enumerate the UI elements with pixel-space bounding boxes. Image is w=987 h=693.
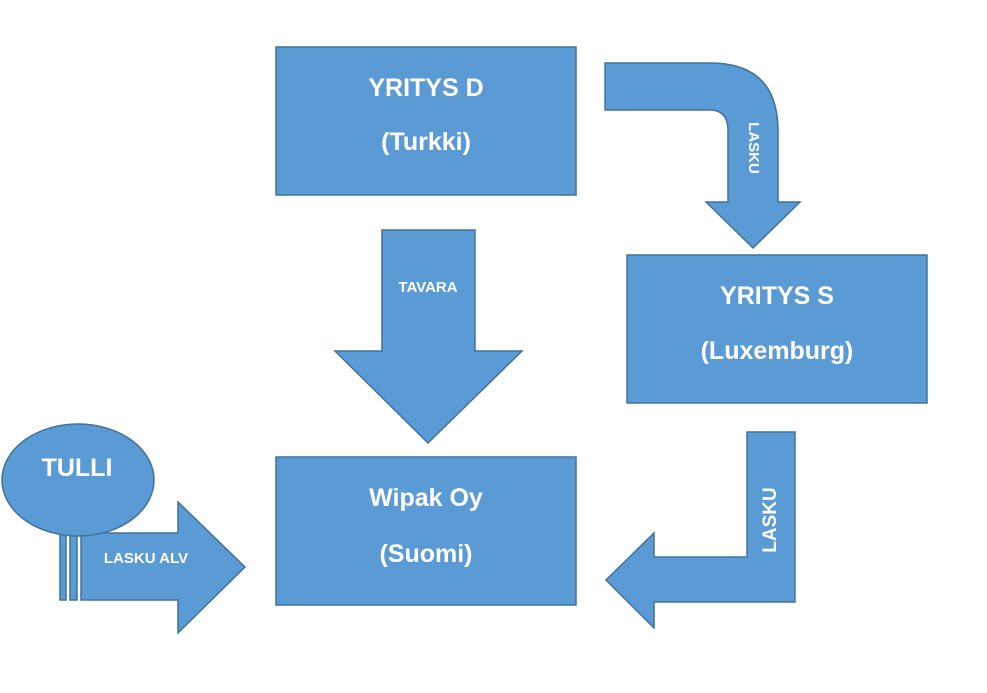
arrow-d-to-s: LASKU	[604, 62, 802, 250]
node-yritys-d-box	[275, 46, 577, 196]
arrow-d-to-s-shape	[604, 62, 802, 250]
node-wipak-name: Wipak Oy	[369, 484, 483, 512]
node-yritys-d-country: (Turkki)	[381, 128, 471, 156]
node-tulli-name: TULLI	[42, 454, 113, 482]
node-yritys-d-name: YRITYS D	[368, 74, 483, 102]
node-tulli: TULLI	[1, 423, 155, 537]
arrow-s-to-wipak: LASKU	[604, 431, 796, 630]
arrow-d-to-s-label: LASKU	[745, 122, 762, 174]
node-yritys-s-name: YRITYS S	[720, 282, 834, 310]
arrow-tulli-to-wipak-shape	[80, 500, 247, 635]
arrow-d-to-wipak: TAVARA	[333, 229, 524, 445]
node-wipak-country: (Suomi)	[379, 540, 472, 568]
node-yritys-d: YRITYS D (Turkki)	[275, 46, 577, 196]
arrow-s-to-wipak-shape	[604, 431, 796, 630]
node-yritys-s-box	[626, 254, 928, 404]
arrow-tulli-to-wipak: LASKU ALV	[59, 500, 247, 635]
node-wipak-box	[275, 456, 577, 606]
arrow-d-to-wipak-shape	[333, 229, 524, 445]
arrow-s-to-wipak-label: LASKU	[760, 487, 781, 552]
node-tulli-ellipse	[1, 423, 155, 537]
arrow-d-to-wipak-label: TAVARA	[398, 279, 457, 296]
arrow-tulli-to-wipak-label: LASKU ALV	[104, 550, 188, 567]
node-wipak: Wipak Oy (Suomi)	[275, 456, 577, 606]
arrow-tail-stripe-2	[69, 532, 78, 601]
arrow-tail-stripe-1	[59, 532, 67, 601]
node-yritys-s: YRITYS S (Luxemburg)	[626, 254, 928, 404]
node-yritys-s-country: (Luxemburg)	[701, 337, 854, 365]
